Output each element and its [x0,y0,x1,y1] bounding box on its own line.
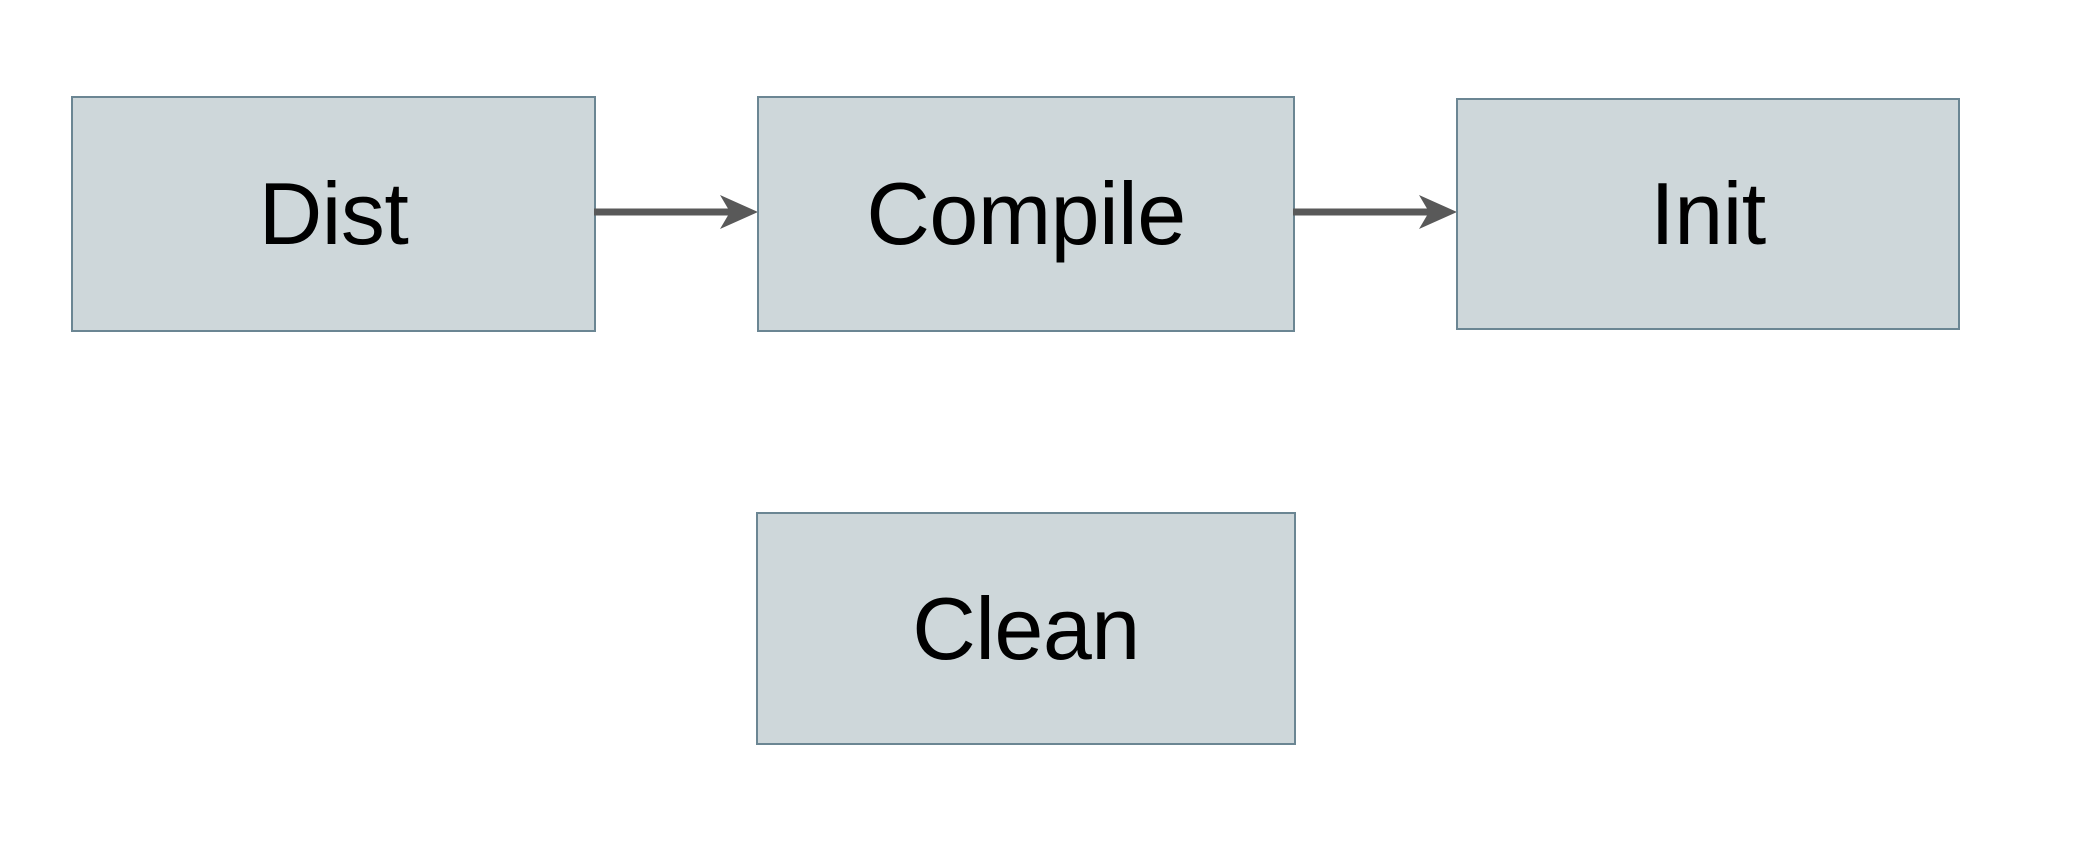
edge-dist-to-compile[interactable] [592,186,762,242]
node-init-label: Init [1650,164,1766,263]
node-dist[interactable]: Dist [71,96,596,332]
node-clean[interactable]: Clean [756,512,1296,745]
node-clean-label: Clean [912,578,1140,678]
arrow-compile-to-init-icon [1293,195,1457,229]
node-init[interactable]: Init [1456,98,1960,330]
node-dist-label: Dist [258,164,409,263]
edge-compile-to-init[interactable] [1291,186,1461,242]
node-compile[interactable]: Compile [757,96,1295,332]
node-compile-label: Compile [866,164,1186,263]
arrow-dist-to-compile-icon [594,195,758,229]
